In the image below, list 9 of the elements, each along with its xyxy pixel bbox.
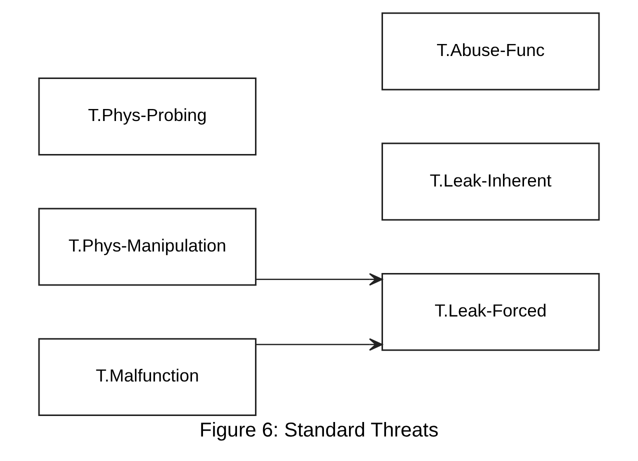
node-box: T.Leak-Inherent	[382, 142, 600, 221]
arrow	[256, 273, 383, 286]
caption: Figure 6: Standard Threats	[199, 419, 439, 442]
node-box: T.Leak-Forced	[382, 272, 600, 351]
node-box: T.Malfunction	[38, 338, 256, 416]
node-box: T.Abuse-Func	[382, 12, 600, 90]
node-box: T.Phys-Manipulation	[38, 208, 256, 286]
node-box: T.Phys-Probing	[38, 78, 256, 156]
arrow	[256, 338, 383, 351]
